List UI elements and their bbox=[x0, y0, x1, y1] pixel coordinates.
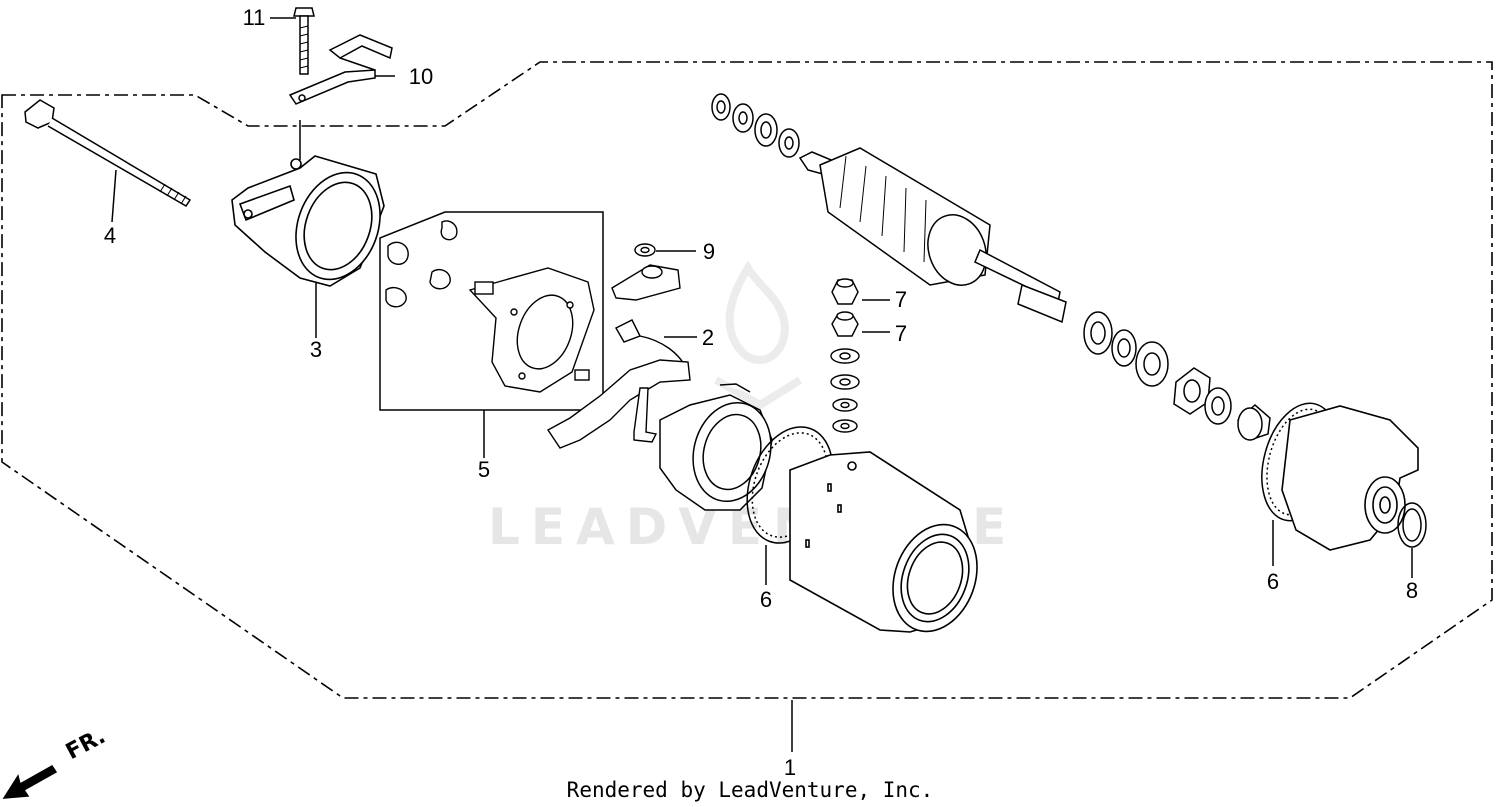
callout-1: 1 bbox=[783, 755, 797, 780]
callout-5: 5 bbox=[477, 457, 491, 482]
part-3-rear-cover bbox=[231, 155, 385, 287]
yoke-housing bbox=[789, 451, 978, 633]
part-8-o-ring bbox=[1397, 502, 1427, 548]
front-direction-arrow bbox=[2, 765, 58, 799]
part-10-terminal-bracket bbox=[288, 34, 393, 105]
callout-7-lower: 7 bbox=[894, 321, 908, 346]
callout-6-left: 6 bbox=[759, 587, 773, 612]
part-9-washer bbox=[634, 243, 656, 257]
callout-7-upper: 7 bbox=[894, 287, 908, 312]
armature bbox=[711, 93, 1067, 324]
callout-8: 8 bbox=[1405, 578, 1419, 603]
callout-11: 11 bbox=[242, 5, 266, 30]
part-5-brush-holder bbox=[385, 220, 595, 393]
commutator-end-frame bbox=[659, 383, 773, 511]
leader-lines bbox=[111, 17, 1413, 752]
credit-text: Rendered by LeadVenture, Inc. bbox=[566, 778, 934, 802]
part-4-through-bolt bbox=[24, 99, 192, 208]
callout-6-right: 6 bbox=[1266, 569, 1280, 594]
drive-end-cover bbox=[1281, 405, 1419, 551]
callout-10: 10 bbox=[408, 64, 434, 89]
part-7-nuts bbox=[830, 278, 860, 433]
washer-stack-right bbox=[1083, 311, 1271, 441]
callout-2: 2 bbox=[701, 325, 715, 350]
callout-9: 9 bbox=[702, 239, 716, 264]
part-11-bolt bbox=[293, 7, 315, 75]
watermark-logo bbox=[714, 260, 803, 410]
assembly-outline bbox=[1, 61, 1493, 699]
callout-3: 3 bbox=[309, 337, 323, 362]
brush-holder-outline bbox=[379, 211, 604, 411]
part-2-brush-set bbox=[546, 264, 691, 449]
callout-4: 4 bbox=[103, 223, 117, 248]
